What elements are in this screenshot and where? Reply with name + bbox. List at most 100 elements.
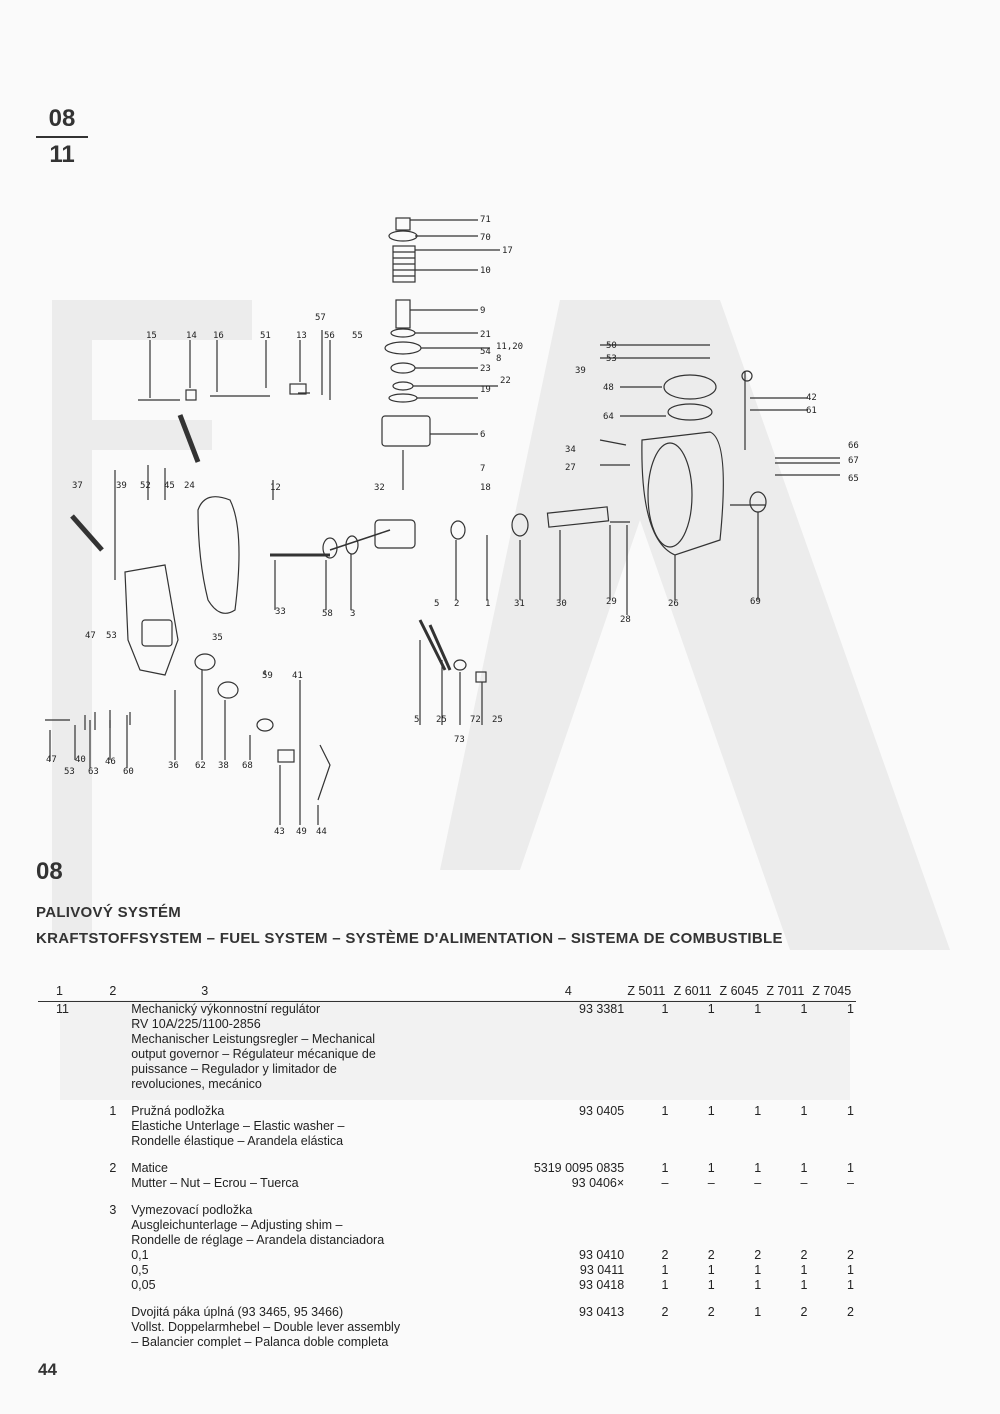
quantity-value: 2 (754, 1248, 762, 1262)
callout: 1 (485, 599, 490, 609)
part-number-value: 93 0411 (579, 1263, 625, 1277)
quantity-value: 2 (847, 1305, 854, 1319)
callout: 59 (262, 671, 273, 681)
quantity: 2 (763, 1248, 809, 1263)
callout: 57 (315, 313, 326, 323)
quantity: 1 (717, 1278, 763, 1293)
callout: 44 (316, 827, 327, 837)
quantity-value: 1 (661, 1278, 669, 1292)
part-number: 93 0405 (513, 1104, 624, 1149)
quantity-value: 2 (707, 1248, 715, 1262)
quantity-value: 1 (847, 1104, 854, 1118)
callout: 45 (164, 481, 175, 491)
callout: 12 (270, 483, 281, 493)
callout: 3 (350, 609, 355, 619)
col-header: 4 (512, 984, 625, 1002)
description-line: 0,5 (131, 1263, 149, 1277)
quantity-alt: – (754, 1176, 762, 1190)
quantity: 1 (763, 1263, 809, 1278)
callout: 13 (296, 331, 307, 341)
item-description: 0,1 (131, 1248, 512, 1263)
part-number: 93 0418 (513, 1278, 624, 1293)
callout: 54 (480, 347, 491, 357)
col-header: Z 6011 (670, 984, 717, 1002)
part-number: 93 3381 (513, 1002, 624, 1093)
callout: 30 (556, 599, 567, 609)
quantity: 1 (624, 1263, 670, 1278)
callout: 53 (106, 631, 117, 641)
callout: 61 (806, 406, 817, 416)
item-position: 3 (109, 1203, 117, 1217)
callout: 40 (75, 755, 86, 765)
callout: 55 (352, 331, 363, 341)
part-number: 93 0411 (513, 1263, 625, 1278)
quantity (624, 1203, 670, 1248)
callout: 36 (168, 761, 179, 771)
section-title-multilingual: KRAFTSTOFFSYSTEM – FUEL SYSTEM – SYSTÈME… (36, 930, 783, 947)
section-number: 08 (36, 858, 63, 885)
item-group (38, 1248, 109, 1263)
quantity: 1 (717, 1305, 763, 1350)
quantity: 1 (670, 1104, 716, 1149)
quantity: 2 (670, 1248, 716, 1263)
quantity-value: 1 (707, 1161, 715, 1175)
quantity: 1– (763, 1161, 809, 1191)
quantity: 2 (763, 1305, 809, 1350)
quantity (763, 1203, 809, 1248)
quantity: 1 (717, 1002, 763, 1093)
quantity (670, 1203, 716, 1248)
item-position (109, 1305, 131, 1350)
quantity: 1– (624, 1161, 670, 1191)
callout: 35 (212, 633, 223, 643)
col-header: Z 7045 (809, 984, 856, 1002)
quantity-alt: – (707, 1176, 715, 1190)
callout: 25 (492, 715, 503, 725)
quantity: 1 (809, 1104, 856, 1149)
callout: 71 (480, 215, 491, 225)
quantity: 1 (717, 1263, 763, 1278)
quantity: 1 (809, 1278, 856, 1293)
quantity: 2 (624, 1305, 670, 1350)
callout: 22 (500, 376, 511, 386)
item-position (109, 1278, 131, 1293)
description-line: Matice (131, 1161, 169, 1175)
callout: 70 (480, 233, 491, 243)
quantity-value: 1 (661, 1104, 669, 1118)
quantity-value: 1 (707, 1263, 715, 1277)
quantity: 1– (717, 1161, 763, 1191)
part-number-alt: 93 0406× (571, 1176, 625, 1190)
item-group (38, 1263, 109, 1278)
callout: 42 (806, 393, 817, 403)
exploded-parts-diagram: 71 70 17 10 9 21 11,20 54 8 23 22 19 6 7… (45, 215, 859, 837)
callout: 31 (514, 599, 525, 609)
part-number-value: 5319 0095 0835 (533, 1161, 625, 1175)
quantity-value: 1 (847, 1263, 854, 1277)
quantity-value: 1 (661, 1002, 669, 1016)
callout: 24 (184, 481, 195, 491)
callout: 68 (242, 761, 253, 771)
quantity: 1 (763, 1104, 809, 1149)
quantity-value: 1 (661, 1161, 669, 1175)
part-number: 93 0410 (513, 1248, 625, 1263)
part-number (513, 1203, 625, 1248)
quantity-value: 1 (800, 1161, 808, 1175)
callout: 62 (195, 761, 206, 771)
callout: 32 (374, 483, 385, 493)
callout: 25 (436, 715, 447, 725)
part-number-value: 93 0410 (579, 1248, 625, 1262)
callout: 5 (434, 599, 439, 609)
row-spacer (38, 1293, 856, 1305)
description-line: Mechanický výkonnostní regulátor (131, 1002, 321, 1016)
callout: 41 (292, 671, 303, 681)
callout: 63 (88, 767, 99, 777)
parts-table-header: 1 2 3 4 Z 5011 Z 6011 Z 6045 Z 7011 Z 70… (38, 984, 856, 1002)
callout: 51 (260, 331, 271, 341)
quantity-value: 1 (847, 1161, 854, 1175)
